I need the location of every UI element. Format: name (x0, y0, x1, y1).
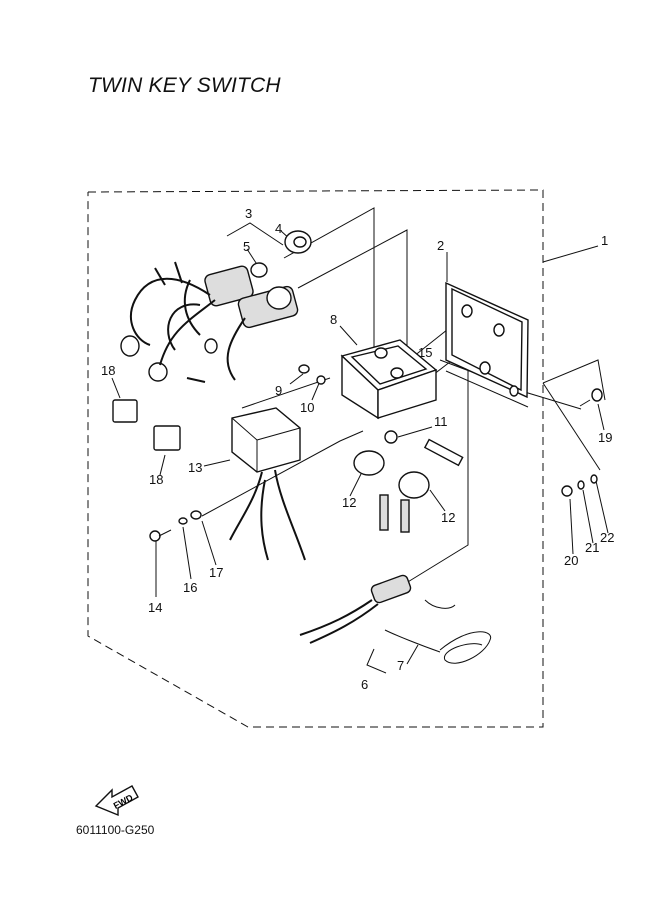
connector-caps (112, 399, 181, 451)
diagram-title: TWIN KEY SWITCH (88, 74, 281, 97)
key-switch-assembly (120, 230, 312, 383)
callout-13: 13 (188, 460, 202, 475)
callout-18a: 18 (101, 363, 115, 378)
assembly-boundary (87, 189, 544, 728)
callout-8: 8 (330, 312, 337, 327)
callout-22: 22 (600, 530, 614, 545)
callout-11: 11 (434, 414, 448, 429)
callout-15: 15 (418, 345, 432, 360)
callout-12a: 12 (342, 495, 356, 510)
callout-labels: 1 2 3 4 5 6 7 8 9 10 11 12 12 13 14 15 1… (101, 206, 614, 692)
junction-box (229, 407, 306, 561)
callout-3: 3 (245, 206, 252, 221)
callout-2: 2 (437, 238, 444, 253)
mounting-plate (445, 281, 529, 399)
callout-6: 6 (361, 677, 368, 692)
callout-5: 5 (243, 239, 250, 254)
callout-9: 9 (275, 383, 282, 398)
switch-housing (340, 339, 438, 420)
callout-18b: 18 (149, 472, 163, 487)
callout-16: 16 (183, 580, 197, 595)
leader-lines (111, 207, 609, 674)
callout-19: 19 (598, 430, 612, 445)
callout-17: 17 (209, 565, 223, 580)
callout-1: 1 (601, 233, 608, 248)
fwd-arrow-icon: FWD (94, 785, 139, 817)
callout-4: 4 (275, 221, 282, 236)
callout-21: 21 (585, 540, 599, 555)
stop-switch-lanyard (299, 574, 492, 664)
callout-14: 14 (148, 600, 162, 615)
callout-7: 7 (397, 658, 404, 673)
callout-10: 10 (300, 400, 314, 415)
callout-12b: 12 (441, 510, 455, 525)
hardware (149, 364, 603, 542)
callout-20: 20 (564, 553, 578, 568)
diagram-code: 6011100-G250 (76, 823, 155, 837)
